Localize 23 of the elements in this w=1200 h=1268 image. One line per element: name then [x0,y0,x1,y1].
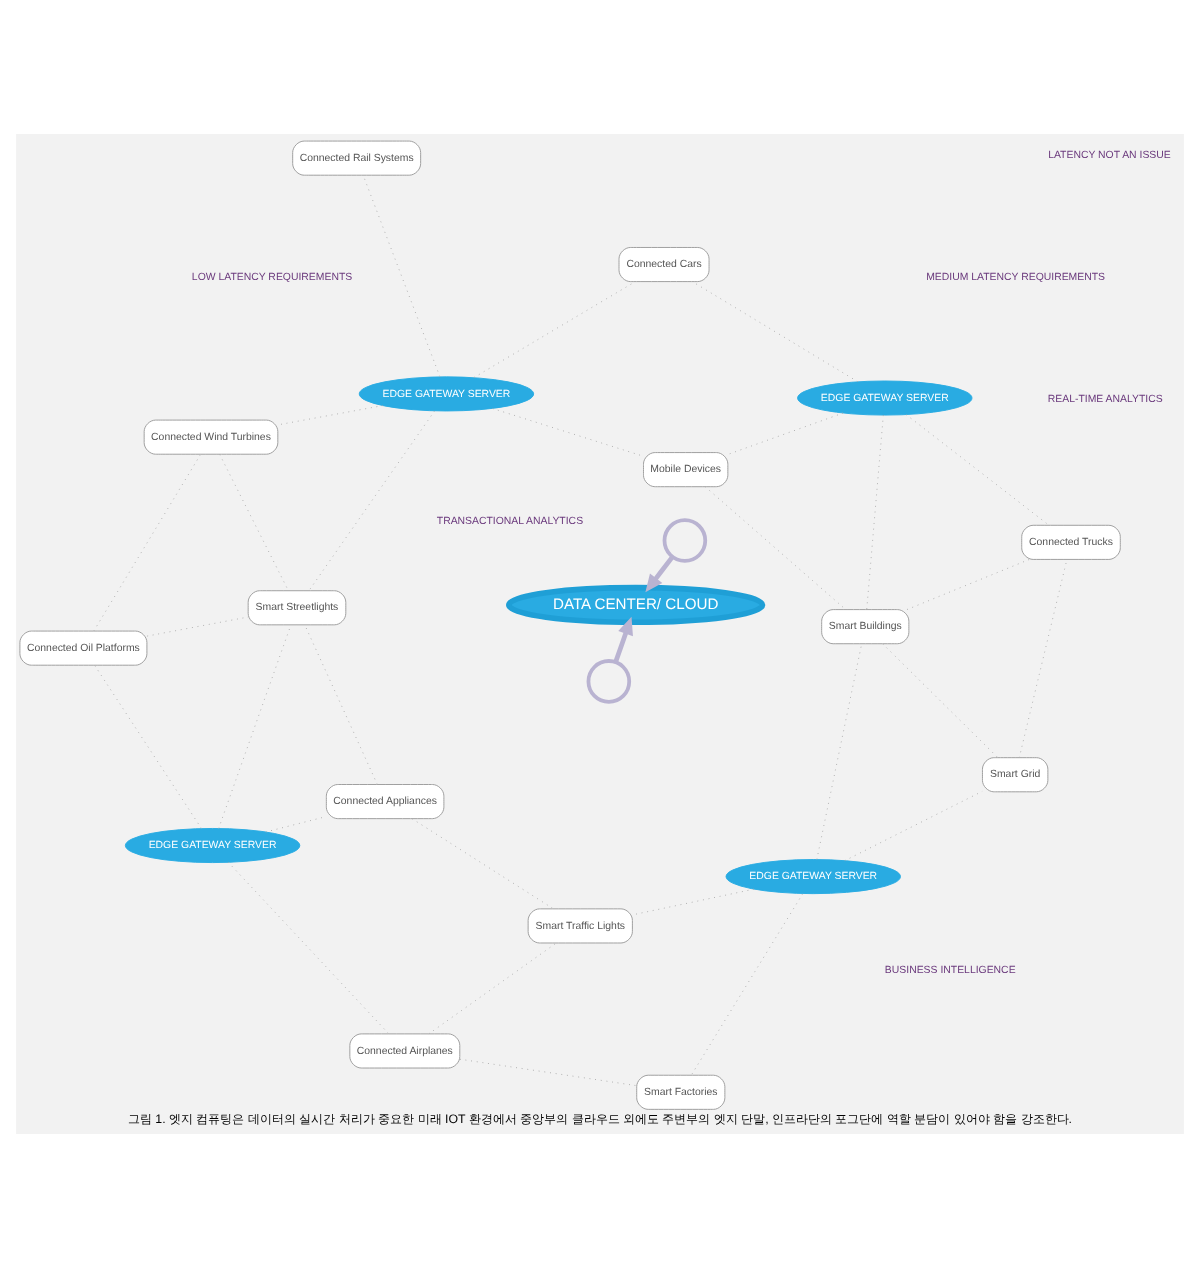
connector [690,893,804,1076]
node-ellipse: DATA CENTER/ CLOUD [506,584,766,626]
connector [227,861,390,1035]
connector [816,643,863,860]
connector [94,664,202,829]
connector [146,616,249,637]
connector [727,412,844,455]
connector [492,408,644,457]
arrow [613,616,633,663]
connector [304,624,378,785]
connector [704,486,847,611]
connector [691,281,859,383]
connector [631,888,755,916]
node-circle [662,518,708,563]
connector [866,414,884,611]
connector [882,643,999,759]
connector [428,942,557,1035]
connector [473,281,636,378]
node-circle [586,659,632,704]
arrow [645,555,675,593]
connector [265,816,327,833]
connector [93,453,202,632]
connector [308,410,435,592]
